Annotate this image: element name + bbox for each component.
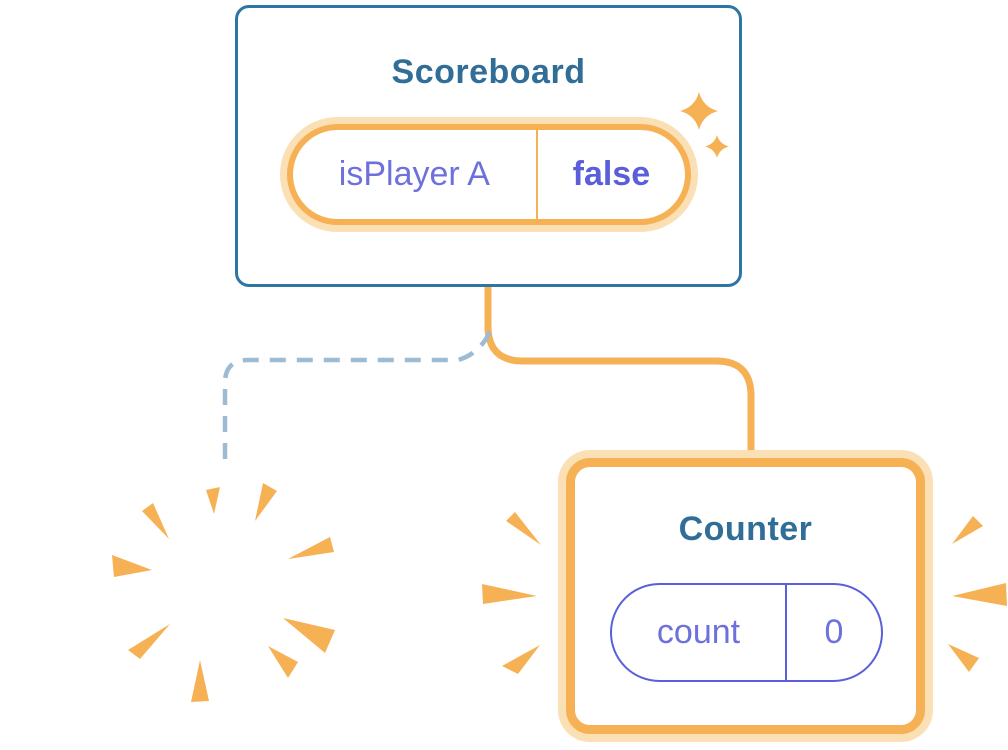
state-value: false: [535, 130, 685, 219]
connector-destroyed-dashed-line: [222, 330, 493, 468]
state-value: 0: [785, 585, 881, 680]
scoreboard-title: Scoreboard: [391, 53, 586, 91]
scoreboard-component-card: Scoreboard isPlayer A false: [235, 5, 742, 287]
state-label: count: [656, 613, 741, 651]
state-label: isPlayer A: [338, 155, 490, 193]
destroyed-component-card: [86, 459, 364, 724]
scoreboard-state-pill: isPlayer A false: [287, 124, 691, 225]
counter-state-pill: count 0: [610, 583, 883, 682]
counter-component-card: Counter count 0: [566, 458, 925, 734]
counter-title: Counter: [678, 510, 813, 548]
connector-mounted-line: [484, 282, 755, 466]
